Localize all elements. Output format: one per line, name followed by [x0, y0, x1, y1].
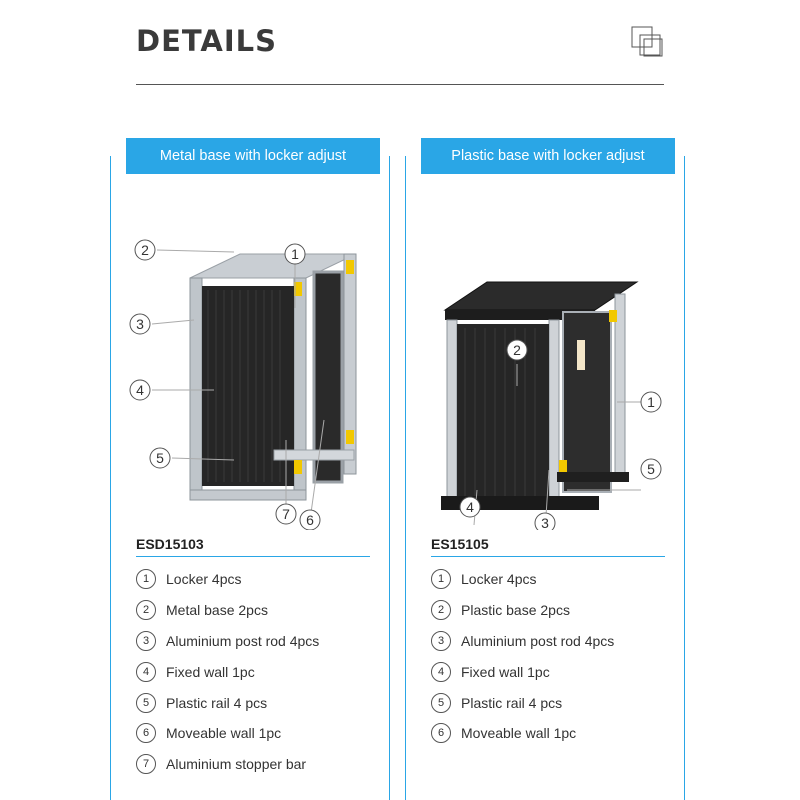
number-badge: 3: [431, 630, 451, 651]
svg-text:1: 1: [291, 246, 299, 262]
callout-4: 4: [459, 496, 481, 518]
part-label: Locker 4pcs: [166, 571, 242, 588]
svg-text:3: 3: [541, 515, 549, 530]
rack-illustration: [189, 253, 357, 501]
product-panel-metal: Metal base with locker adjust: [110, 138, 390, 800]
callouts-lower: 5 4 3: [459, 458, 662, 530]
callout-5: 5: [640, 458, 662, 480]
title-divider: [136, 84, 664, 85]
list-item: 4 Fixed wall 1pc: [431, 656, 614, 687]
number-badge: 6: [136, 723, 156, 744]
list-item: 5 Plastic rail 4 pcs: [136, 687, 319, 718]
callout-1: 1: [284, 243, 306, 265]
callout-6: 6: [299, 509, 321, 530]
part-label: Locker 4pcs: [461, 571, 537, 588]
svg-text:5: 5: [647, 461, 655, 477]
part-label: Aluminium post rod 4pcs: [461, 632, 615, 649]
part-label: Moveable wall 1pc: [461, 725, 577, 742]
model-divider: [136, 556, 370, 557]
number-badge: 5: [136, 692, 156, 713]
panel-border-right: [684, 156, 685, 800]
list-item: 3 Aluminium post rod 4pcs: [431, 626, 614, 657]
list-item: 6 Moveable wall 1pc: [431, 718, 614, 749]
number-badge: 3: [136, 630, 156, 651]
model-number: ESD15103: [136, 536, 204, 552]
part-label: Aluminium post rod 4pcs: [166, 632, 320, 649]
list-item: 2 Metal base 2pcs: [136, 595, 319, 626]
model-number: ES15105: [431, 536, 489, 552]
number-badge: 6: [431, 723, 451, 744]
list-item: 6 Moveable wall 1pc: [136, 718, 319, 749]
svg-text:3: 3: [136, 316, 144, 332]
rack-illustration: [441, 281, 639, 510]
product-photo-plastic-rack: 2 1 6: [441, 281, 662, 526]
svg-text:2: 2: [513, 342, 521, 358]
callout-3: 3: [534, 512, 556, 530]
list-item: 4 Fixed wall 1pc: [136, 656, 319, 687]
model-divider: [431, 556, 665, 557]
part-label: Plastic rail 4 pcs: [166, 694, 268, 711]
overlapping-squares-icon: [631, 26, 663, 57]
product-panel-plastic: Plastic base with locker adjust: [405, 138, 685, 800]
part-label: Fixed wall 1pc: [461, 663, 550, 680]
part-label: Plastic base 2pcs: [461, 602, 570, 619]
callout-1: 1: [640, 391, 662, 413]
svg-text:4: 4: [136, 382, 144, 398]
svg-text:1: 1: [647, 394, 655, 410]
number-badge: 2: [431, 600, 451, 621]
part-label: Fixed wall 1pc: [166, 663, 255, 680]
callout-7: 7: [275, 503, 297, 525]
svg-text:5: 5: [156, 450, 164, 466]
part-label: Aluminium stopper bar: [166, 756, 307, 773]
product-photo-metal-rack: 1 2 3 4 5 6 7: [129, 239, 357, 530]
part-label: Moveable wall 1pc: [166, 725, 282, 742]
parts-list: 1 Locker 4pcs 2 Plastic base 2pcs 3 Alumini…: [431, 564, 614, 749]
svg-text:7: 7: [282, 506, 290, 522]
svg-text:6: 6: [306, 512, 314, 528]
panel-border-left: [405, 156, 406, 800]
number-badge: 1: [136, 569, 156, 590]
panel-banner: Metal base with locker adjust: [126, 138, 380, 174]
part-label: Metal base 2pcs: [166, 602, 268, 619]
callout-3: 3: [129, 313, 151, 335]
callout-4: 4: [129, 379, 151, 401]
number-badge: 5: [431, 692, 451, 713]
number-badge: 7: [136, 754, 156, 775]
panel-border-left: [110, 156, 111, 800]
page-title: DETAILS: [136, 24, 278, 58]
part-label: Plastic rail 4 pcs: [461, 694, 563, 711]
number-badge: 4: [431, 661, 451, 682]
callout-2: 2: [134, 239, 156, 261]
panel-banner: Plastic base with locker adjust: [421, 138, 675, 174]
number-badge: 4: [136, 661, 156, 682]
list-item: 1 Locker 4pcs: [431, 564, 614, 595]
svg-text:2: 2: [141, 242, 149, 258]
list-item: 1 Locker 4pcs: [136, 564, 319, 595]
callout-5: 5: [149, 447, 171, 469]
panel-border-right: [389, 156, 390, 800]
callout-2: 2: [506, 339, 528, 361]
list-item: 5 Plastic rail 4 pcs: [431, 687, 614, 718]
number-badge: 2: [136, 600, 156, 621]
list-item: 7 Aluminium stopper bar: [136, 749, 319, 780]
number-badge: 1: [431, 569, 451, 590]
list-item: 2 Plastic base 2pcs: [431, 595, 614, 626]
list-item: 3 Aluminium post rod 4pcs: [136, 626, 319, 657]
svg-text:4: 4: [466, 499, 474, 515]
